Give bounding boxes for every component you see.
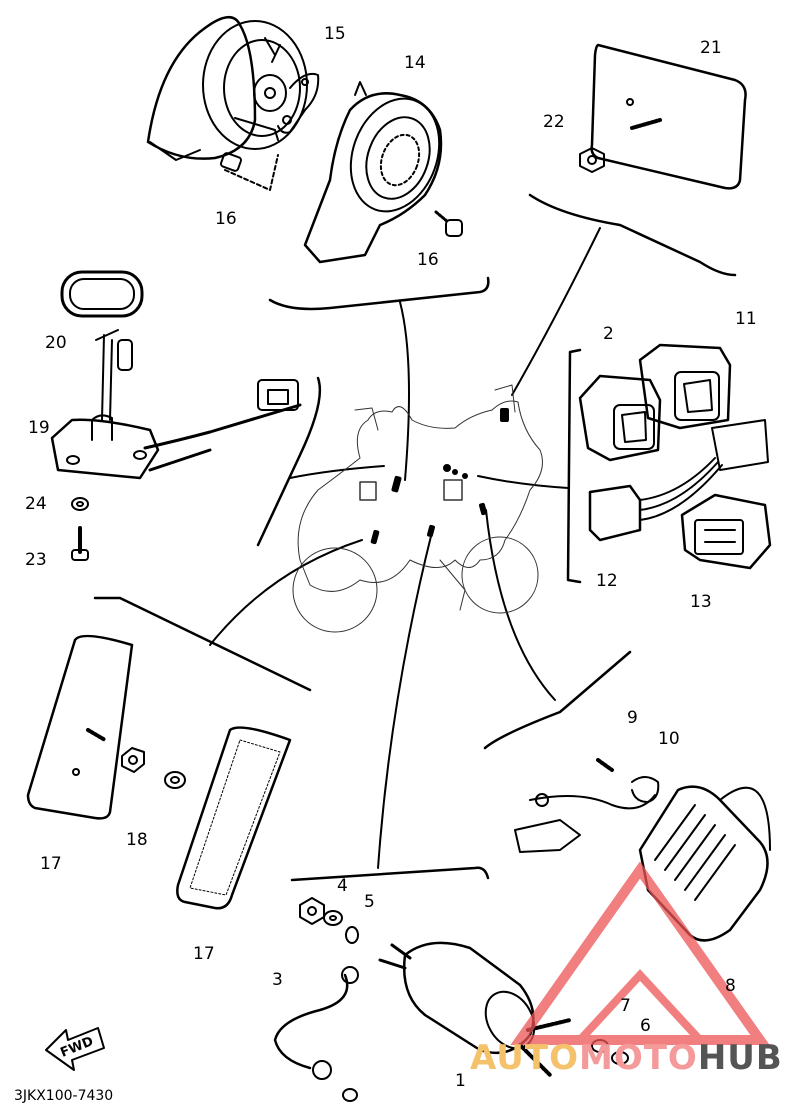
callout-1: 1: [455, 1071, 466, 1091]
callout-17a: 17: [40, 854, 62, 874]
callout-18: 18: [126, 830, 148, 850]
callout-20: 20: [45, 333, 67, 353]
horn-14: [303, 81, 443, 264]
callout-8: 8: [725, 976, 736, 996]
location-markers: [370, 408, 509, 545]
callout-16b: 16: [417, 250, 439, 270]
connector-13: [680, 493, 772, 570]
callout-9: 9: [627, 708, 638, 728]
watermark-triangle: [510, 861, 770, 1045]
diagram-code: 3JKX100-7430: [14, 1088, 114, 1104]
callout-2: 2: [603, 324, 614, 344]
callout-6: 6: [640, 1016, 651, 1036]
reflector-23: [579, 43, 747, 190]
callout-4: 4: [337, 876, 348, 896]
watermark-text: AUTOMOTOHUB: [470, 1038, 783, 1078]
callout-10: 10: [658, 729, 680, 749]
nuts-18: [121, 747, 186, 789]
callout-11: 11: [735, 309, 757, 329]
group-brackets: [93, 193, 737, 882]
leader-lines: [209, 227, 601, 869]
horn-15: [146, 16, 320, 191]
harness-12: [588, 419, 769, 542]
callout-5: 5: [364, 892, 375, 912]
bolts-16: [434, 210, 463, 237]
regulator-8: [514, 758, 771, 942]
callout-12: 12: [596, 571, 618, 591]
nut-4-washer-5: [299, 897, 343, 926]
callout-14: 14: [404, 53, 426, 73]
callout-19: 19: [28, 418, 50, 438]
callout-23: 21: [700, 38, 722, 58]
watermark-part3: HUB: [697, 1038, 783, 1078]
sensor-19: [50, 270, 302, 480]
fwd-arrow: [45, 1027, 105, 1071]
watermark-part2: MOTO: [578, 1038, 698, 1078]
callout-15: 15: [324, 24, 346, 44]
motorcycle-outline: [292, 384, 543, 633]
callout-22: 24: [25, 494, 47, 514]
callout-24: 22: [543, 112, 565, 132]
reflectors-17: [26, 634, 292, 910]
cable-3: [273, 926, 359, 1102]
callout-17b: 17: [193, 944, 215, 964]
watermark-part1: AUTO: [470, 1038, 579, 1078]
callout-3: 3: [272, 970, 283, 990]
callout-7: 7: [620, 996, 631, 1016]
callout-13: 13: [690, 592, 712, 612]
callout-21: 23: [25, 550, 47, 570]
callout-16a: 16: [215, 209, 237, 229]
bolt-21-washer-22: [71, 497, 89, 561]
relays-2-11: [578, 343, 732, 462]
